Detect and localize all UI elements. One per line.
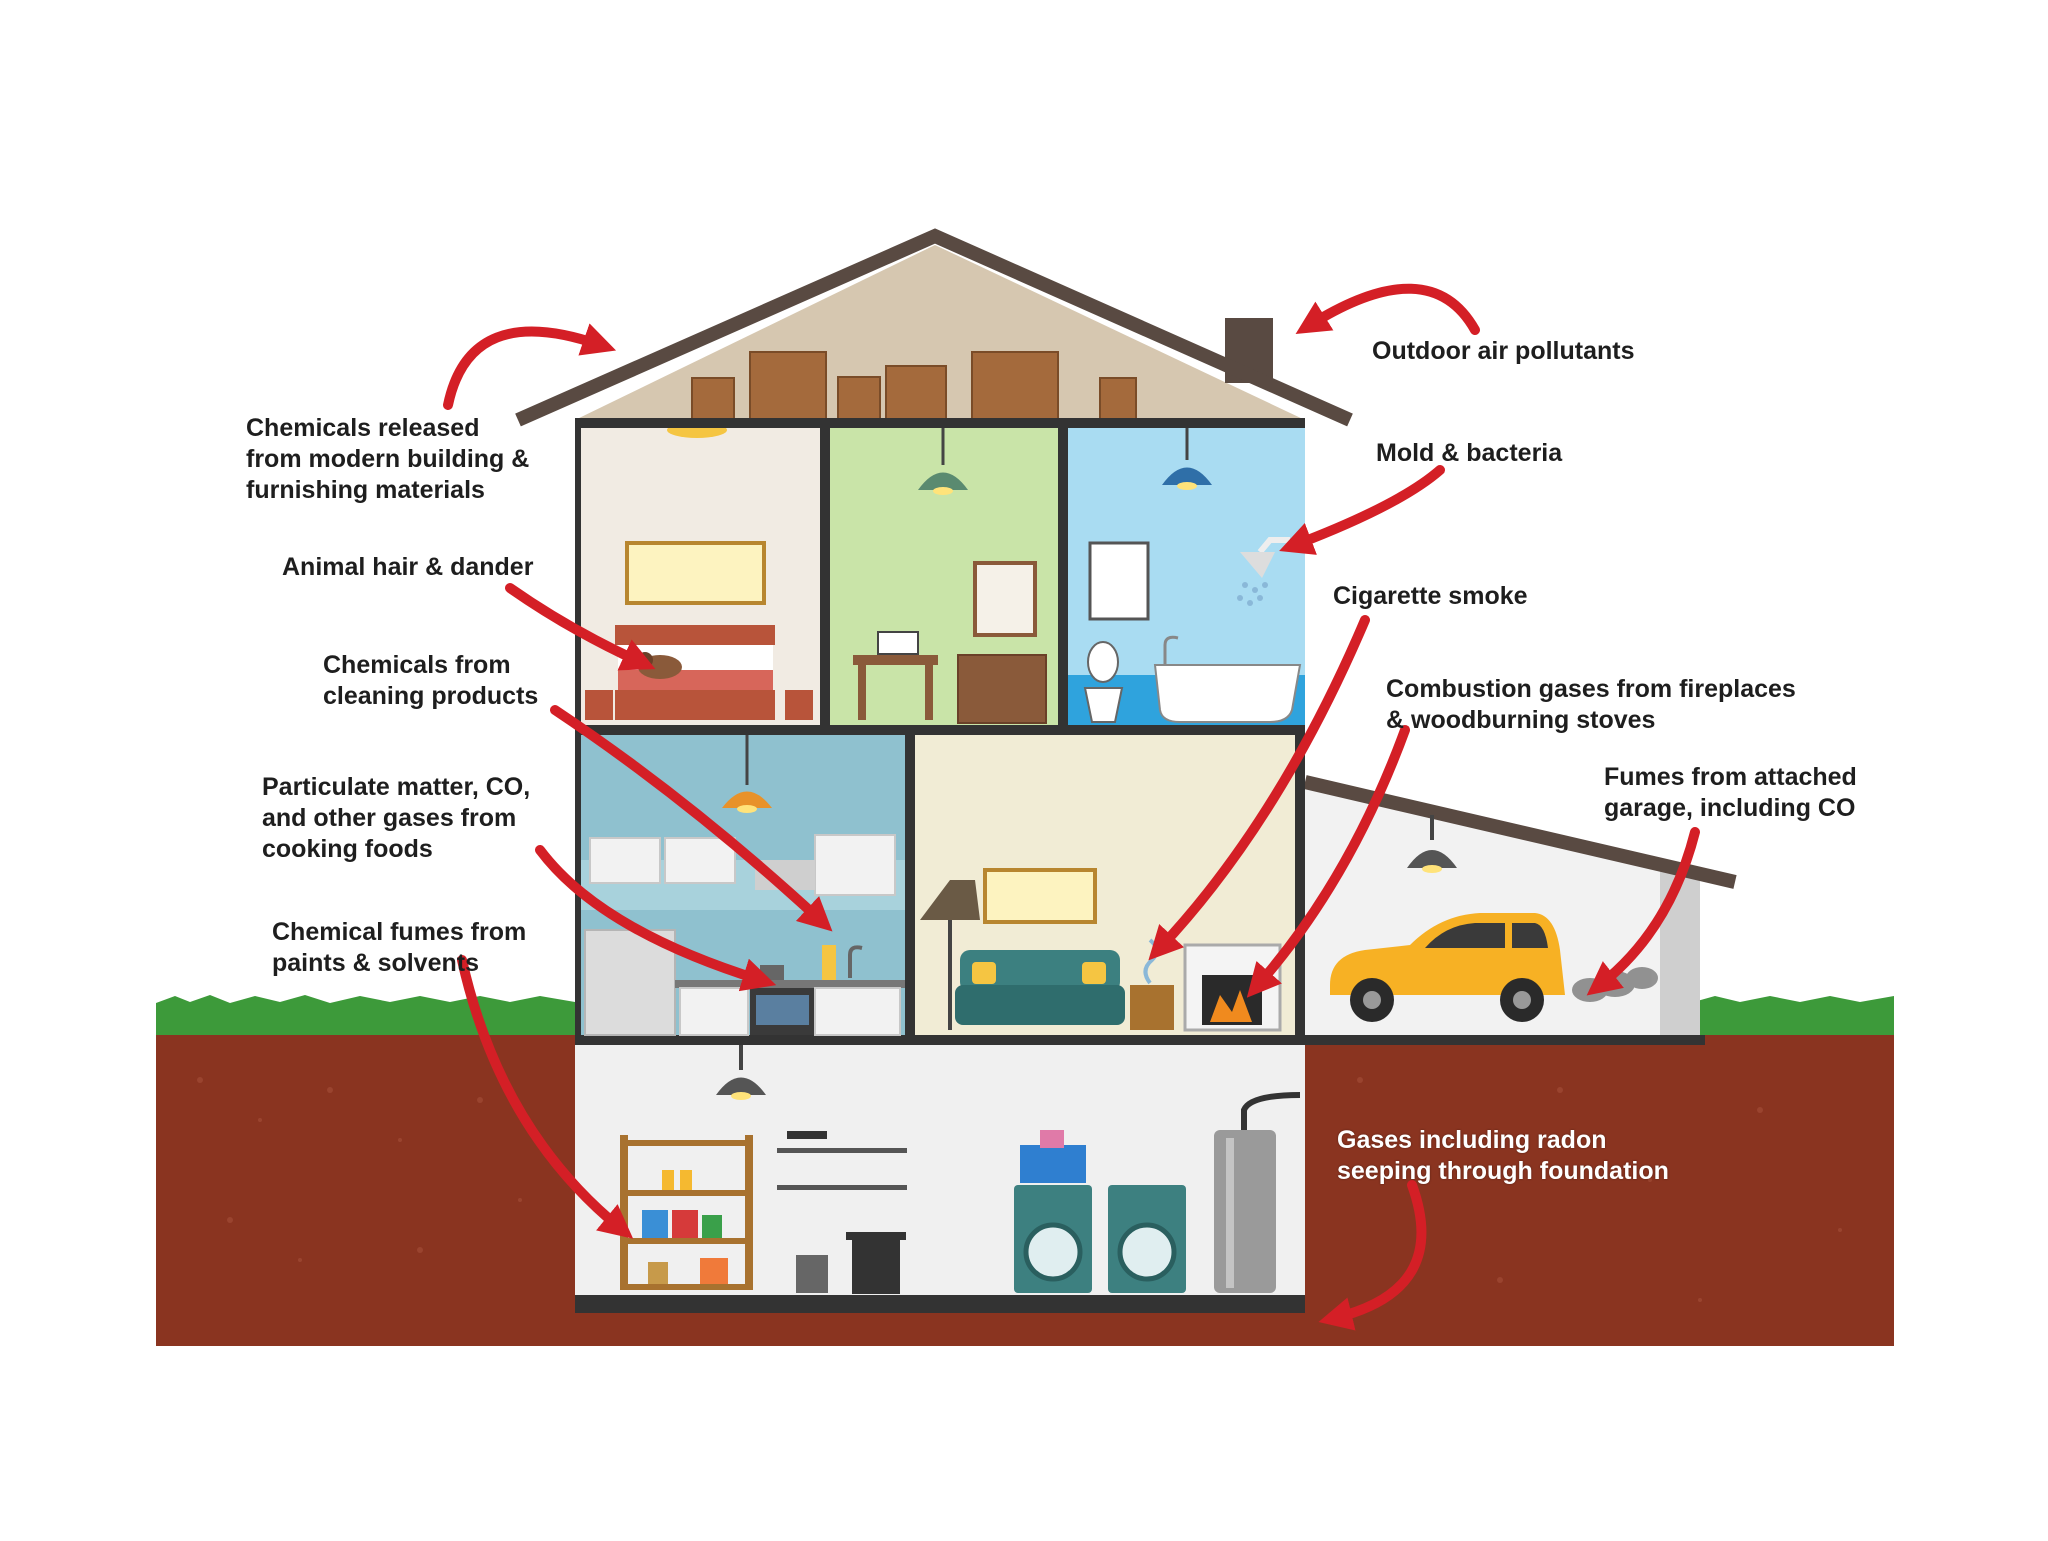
wall-shelf: [777, 1185, 907, 1190]
light-icon: [1162, 425, 1212, 490]
arrow-chemicals-building: [443, 323, 617, 410]
fireplace-icon: [1183, 943, 1282, 1032]
nightstand: [785, 690, 813, 720]
basement-floor: [575, 1295, 1305, 1313]
roof: [515, 228, 1353, 427]
light-icon: [918, 425, 968, 495]
soil-speckles: [197, 1077, 1842, 1302]
arrow-garage: [1586, 827, 1700, 996]
label-combustion-gases: Combustion gases from fireplaces & woodb…: [1386, 675, 1796, 734]
ground-floor-slab: [575, 1035, 1705, 1045]
arrow-outdoor: [1295, 283, 1480, 335]
picture-frame: [625, 541, 766, 605]
washer-icon: [1014, 1185, 1092, 1293]
garage-wall-shade: [1660, 870, 1700, 1035]
arrow-combustion: [1246, 725, 1410, 998]
arrow-animal: [505, 583, 656, 671]
sofa-icon: [955, 950, 1125, 1025]
label-chemicals-building: Chemicals released from modern building …: [246, 414, 530, 504]
label-cleaning-products: Chemicals from cleaning products: [323, 651, 539, 710]
arrow-cigarette: [1148, 615, 1370, 961]
counter: [675, 980, 905, 988]
picture-frame: [983, 868, 1097, 924]
light-icon: [722, 735, 772, 813]
lower-cabinets: [679, 987, 749, 1036]
wall: [905, 735, 915, 1035]
label-mold-bacteria: Mold & bacteria: [1376, 439, 1563, 467]
label-radon: Gases including radon seeping through fo…: [1337, 1126, 1669, 1185]
picture-frame: [973, 561, 1037, 637]
dryer-icon: [1108, 1185, 1186, 1293]
mirror: [1088, 541, 1150, 621]
label-paints-solvents: Chemical fumes from paints & solvents: [272, 918, 527, 977]
label-particulate-matter: Particulate matter, CO, and other gases …: [262, 773, 531, 863]
label-outdoor-air: Outdoor air pollutants: [1372, 337, 1635, 365]
pollutant-arrows: [443, 283, 1700, 1331]
light-icon: [1407, 815, 1457, 873]
label-cigarette-smoke: Cigarette smoke: [1333, 582, 1528, 610]
side-table: [1130, 985, 1174, 1030]
grass-left: [156, 995, 575, 1035]
arrow-particulate: [535, 845, 777, 992]
lower-cabinets: [814, 987, 901, 1036]
upper-cabinets: [589, 834, 896, 896]
trash-can-icon: [846, 1232, 906, 1294]
gas-can-icon: [796, 1255, 828, 1293]
arrow-mold: [1279, 465, 1445, 555]
attic-floor: [575, 418, 1305, 428]
arrow-cleaning: [550, 705, 833, 932]
house-wall-left: [575, 425, 581, 1040]
bed-icon: [615, 625, 775, 720]
dresser: [957, 654, 1047, 724]
nightstand: [585, 690, 613, 720]
arrow-radon: [1318, 1180, 1427, 1331]
light-icon: [716, 1045, 766, 1100]
water-heater-icon: [1214, 1092, 1301, 1293]
desk-icon: [853, 631, 938, 720]
floor-lamp-icon: [920, 880, 980, 1030]
label-animal-hair: Animal hair & dander: [282, 553, 534, 581]
arrow-paints: [457, 955, 634, 1239]
car-icon: [1330, 913, 1565, 1022]
second-floor-slab: [575, 725, 1305, 735]
bathtub-icon: [1153, 635, 1302, 723]
wall: [820, 425, 830, 725]
toilet-icon: [1083, 641, 1124, 723]
wall: [1295, 735, 1305, 1035]
faucet-icon: [848, 945, 863, 978]
wall: [1058, 425, 1068, 725]
hammer-icon: [787, 1131, 827, 1139]
cleaning-bottle-icon: [822, 945, 836, 980]
grass-right: [1690, 996, 1894, 1035]
wall-shelf: [777, 1148, 907, 1153]
laundry-basket-icon: [1020, 1130, 1086, 1183]
label-garage-fumes: Fumes from attached garage, including CO: [1604, 763, 1857, 822]
